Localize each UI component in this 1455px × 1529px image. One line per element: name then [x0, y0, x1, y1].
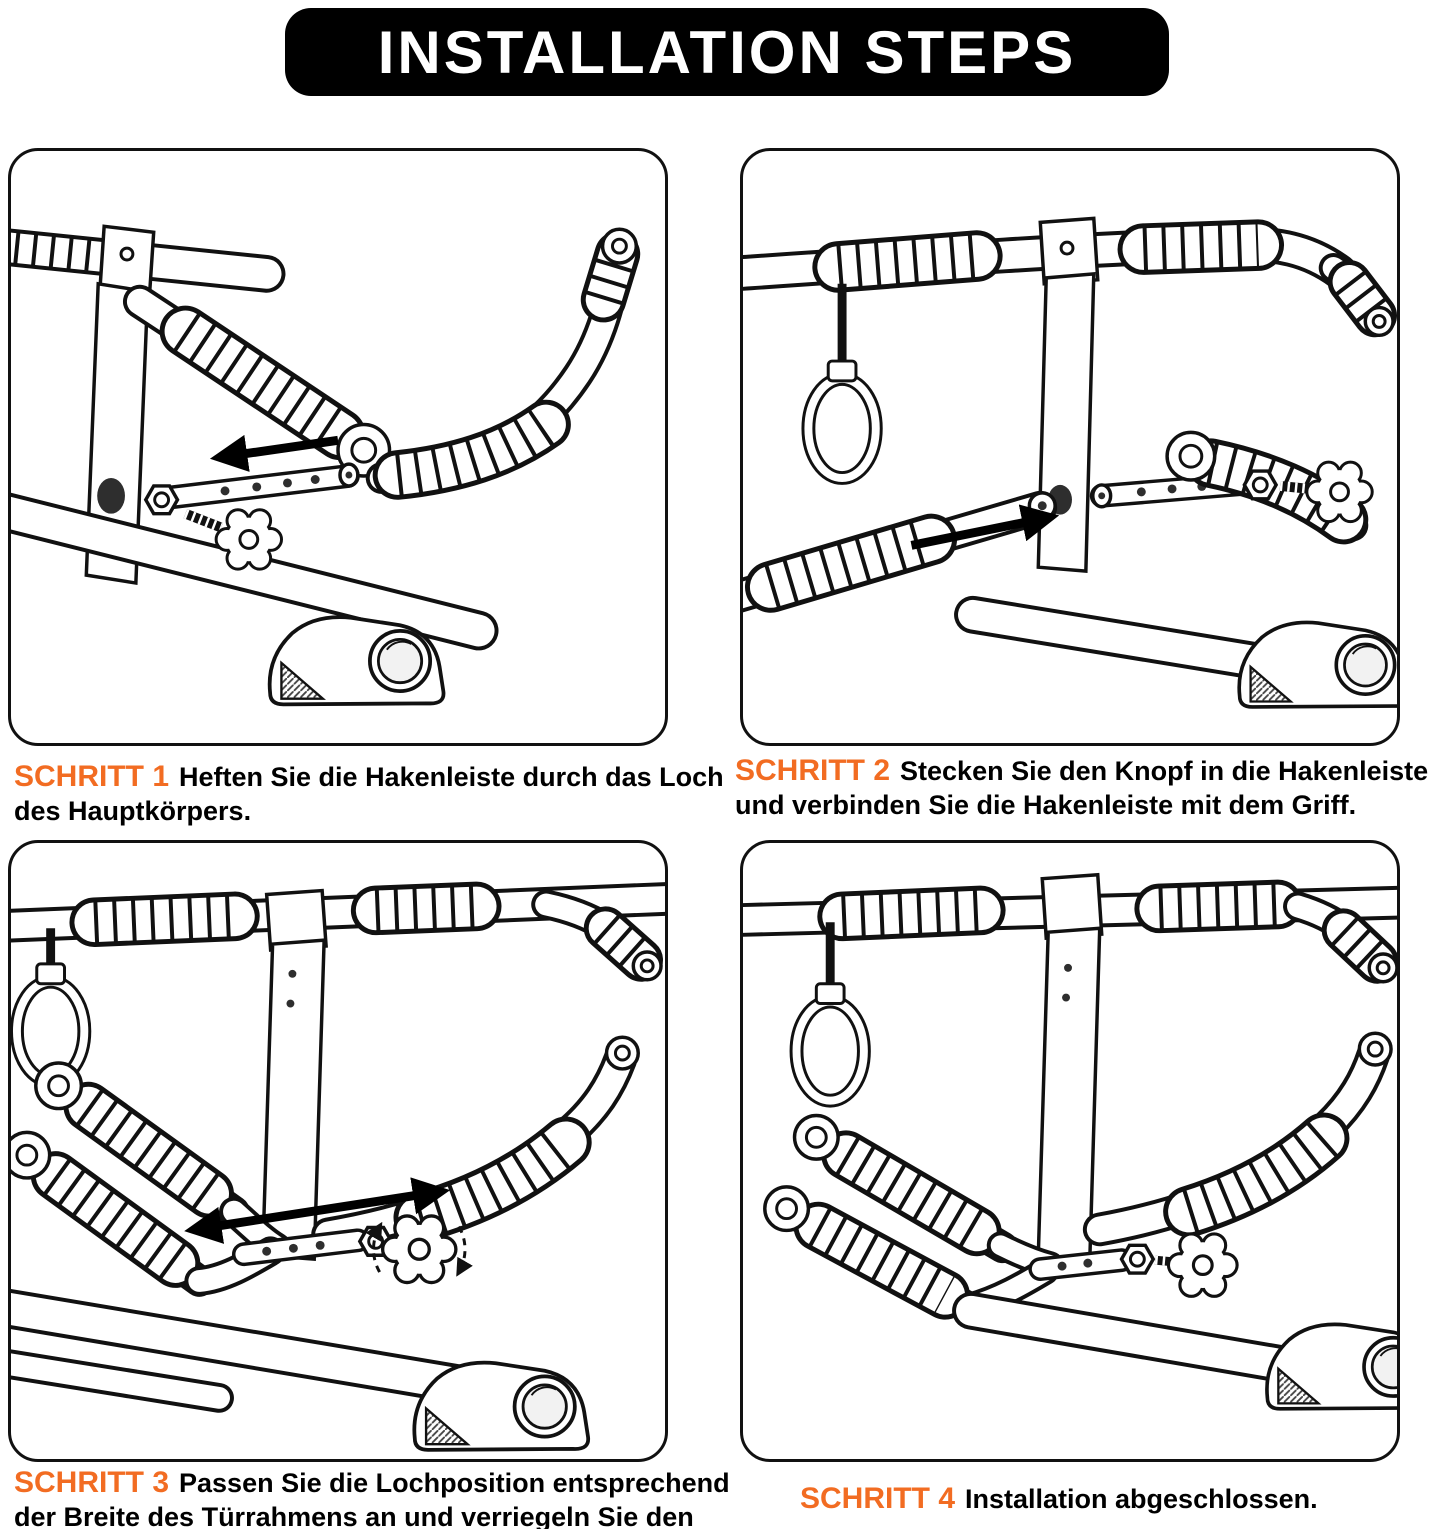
hook-bar	[231, 1228, 370, 1267]
door-stopper-foot	[1237, 620, 1397, 709]
bracket-plate	[1038, 216, 1100, 286]
handle-end-cap	[600, 227, 638, 265]
hex-nut	[143, 484, 180, 516]
handle-end-cap	[1363, 305, 1395, 338]
handle-end-cap	[1367, 952, 1397, 984]
step2-illustration	[743, 216, 1397, 709]
hex-nut	[1119, 1243, 1156, 1275]
insert-arrow-left-icon	[209, 434, 339, 472]
door-stopper-foot	[267, 615, 446, 707]
insert-arrow-right-icon	[910, 504, 1060, 550]
handle-end-cap	[34, 1061, 84, 1111]
step3-panel	[8, 840, 668, 1462]
foam-grip	[1182, 1122, 1338, 1232]
step4-panel	[740, 840, 1400, 1462]
adjust-arrow-double-icon	[184, 1177, 451, 1244]
d-ring	[808, 361, 875, 478]
foam-grip	[836, 234, 979, 289]
foam-grip	[808, 1208, 955, 1313]
handle-end-cap	[763, 1185, 811, 1233]
foam-grip	[841, 890, 982, 937]
foam-grip	[76, 1090, 222, 1211]
handle-end-cap	[1165, 430, 1217, 482]
hex-nut	[1242, 469, 1279, 501]
page-title: INSTALLATION STEPS	[377, 18, 1077, 86]
foam-grip	[1142, 223, 1260, 271]
door-stopper-foot	[412, 1360, 591, 1452]
step4-caption: SCHRITT 4 Installation abgeschlossen.	[800, 1480, 1450, 1517]
hook-bar	[1028, 1248, 1134, 1281]
plate-hole	[97, 477, 125, 514]
main-body-plate	[1036, 926, 1102, 1262]
step4-label: SCHRITT 4	[800, 1482, 956, 1515]
step1-panel	[8, 148, 668, 746]
step4-illustration	[743, 872, 1397, 1411]
step3-illustration	[11, 881, 665, 1452]
d-ring	[797, 984, 864, 1101]
step4-text: Installation abgeschlossen.	[965, 1484, 1318, 1514]
foam-grip	[835, 1137, 988, 1249]
handle-end-cap	[1357, 1031, 1393, 1067]
step3-label: SCHRITT 3	[14, 1466, 170, 1499]
handle-end-cap	[792, 1113, 840, 1161]
star-knob	[1305, 460, 1374, 524]
threaded-stud	[1279, 480, 1311, 494]
star-knob	[380, 1214, 458, 1285]
title-banner: INSTALLATION STEPS	[285, 8, 1169, 96]
step1-illustration	[11, 224, 641, 707]
handle-end-cap	[11, 1130, 52, 1180]
rotate-arrow-icon	[456, 1225, 473, 1277]
star-knob	[1166, 1232, 1239, 1298]
handle-end-cap	[604, 1035, 640, 1071]
star-knob	[214, 508, 284, 571]
step1-text: Heften Sie die Hakenleiste durch das Loc…	[14, 762, 724, 827]
bracket-plate	[1040, 872, 1104, 940]
hook-bar	[155, 462, 360, 510]
step3-text: Passen Sie die Lochposition entsprechend…	[14, 1468, 730, 1529]
step2-label: SCHRITT 2	[735, 754, 891, 787]
foam-grip	[43, 1159, 188, 1280]
bracket-plate	[264, 888, 328, 952]
foam-grip	[1158, 884, 1279, 929]
step1-label: SCHRITT 1	[14, 760, 170, 793]
step2-panel	[740, 148, 1400, 746]
threaded-stud	[183, 509, 223, 533]
foam-grip	[395, 407, 558, 496]
rotate-arrow-icon	[365, 1221, 383, 1273]
main-body-plate	[1036, 271, 1096, 574]
door-stopper-foot	[1265, 1322, 1397, 1411]
handle-end-cap	[631, 950, 663, 982]
step2-text: Stecken Sie den Knopf in die Hakenleiste…	[735, 756, 1429, 821]
